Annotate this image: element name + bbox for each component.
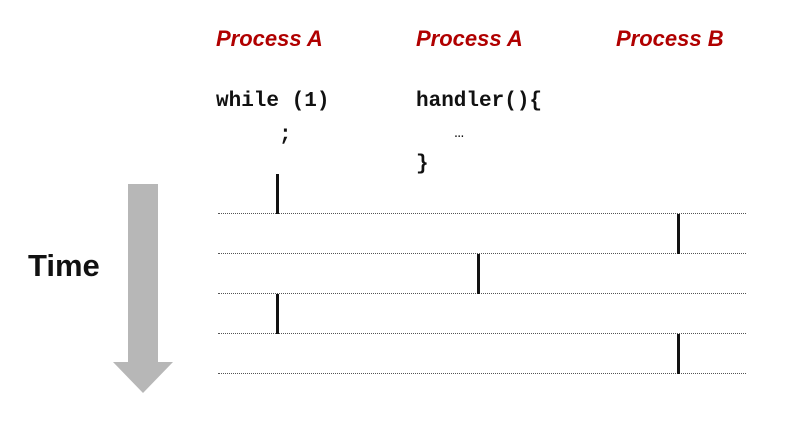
execution-segment bbox=[677, 214, 680, 254]
execution-segment bbox=[477, 254, 480, 294]
time-arrow-icon bbox=[113, 184, 173, 393]
code-close-brace: } bbox=[416, 153, 429, 176]
timeline-divider bbox=[218, 373, 746, 374]
column-title-process-b: Process B bbox=[616, 26, 724, 51]
timeline-divider bbox=[218, 253, 746, 254]
execution-segment bbox=[276, 294, 279, 334]
code-handler: handler(){ bbox=[416, 90, 543, 113]
code-while-loop: while (1) bbox=[216, 90, 330, 113]
time-label: Time bbox=[28, 248, 100, 283]
timeline-divider bbox=[218, 213, 746, 214]
timeline-divider bbox=[218, 293, 746, 294]
column-title-process-a: Process A bbox=[216, 26, 323, 51]
column-title-process-a-handler: Process A bbox=[416, 26, 523, 51]
execution-segment bbox=[276, 174, 279, 214]
code-semicolon: ; bbox=[216, 124, 292, 147]
timeline-divider bbox=[218, 333, 746, 334]
execution-segment bbox=[677, 334, 680, 374]
code-ellipsis: … bbox=[416, 124, 465, 142]
